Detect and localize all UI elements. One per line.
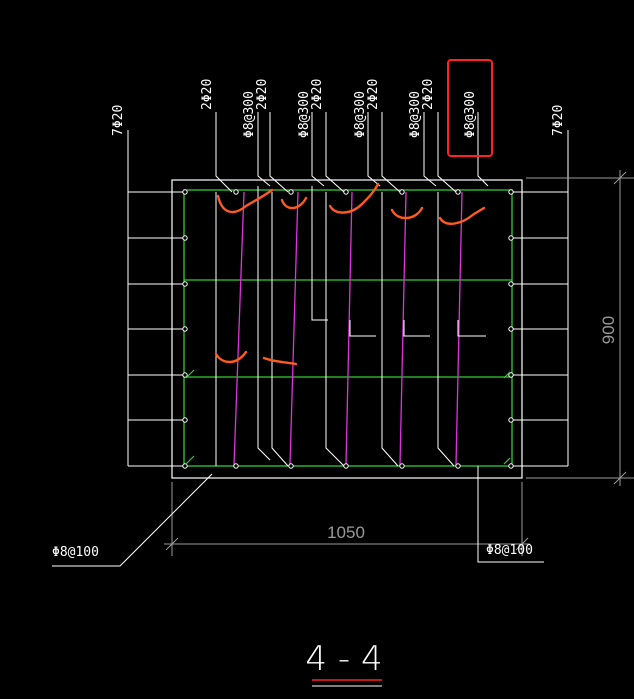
dimension-900 [526, 170, 634, 486]
dimension-width-label: 1050 [327, 523, 365, 542]
stirrup-leaders [52, 466, 544, 567]
pair-3-a-label: 2Φ20 [310, 79, 325, 110]
dimension-1050 [164, 482, 530, 556]
pair-1-b-label: Φ8@300 [242, 91, 257, 138]
pair-1-a-label: 2Φ20 [200, 79, 215, 110]
markup-4 [390, 206, 424, 220]
vertical-tie-2 [289, 191, 299, 466]
pair-2-b-label: Φ8@300 [297, 91, 312, 138]
markup-1 [216, 188, 274, 214]
section-title: 4 - 4 [305, 639, 382, 679]
right-outer-label: 7Φ20 [551, 105, 566, 136]
pair-4-b-label: Φ8@300 [408, 91, 423, 138]
pair-5-a-label: 2Φ20 [421, 79, 436, 110]
left-outer-label: 7Φ20 [111, 105, 126, 136]
vertical-tie-3 [345, 191, 353, 466]
dimension-height-label: 900 [599, 316, 618, 344]
pair-2-a-label: 2Φ20 [255, 79, 270, 110]
top-labels: 7Φ20 7Φ20 2Φ20 Φ8@300 2Φ20 Φ8@300 2Φ20 Φ… [111, 79, 566, 138]
markup-6 [214, 350, 248, 364]
handwritten-markups [214, 182, 486, 366]
pair-5-b-label: Φ8@300 [463, 91, 478, 138]
leader-lines [127, 112, 569, 467]
markup-7 [262, 356, 298, 366]
pair-3-b-label: Φ8@300 [353, 91, 368, 138]
stirrup-group [183, 189, 513, 467]
markup-5 [438, 206, 486, 225]
pair-4-a-label: 2Φ20 [366, 79, 381, 110]
right-stirrup-label: Φ8@100 [486, 543, 533, 558]
markup-3 [328, 182, 380, 214]
vertical-tie-4 [399, 191, 407, 466]
hook-marks [185, 369, 511, 465]
left-stirrup-label: Φ8@100 [52, 545, 99, 560]
markup-2 [280, 196, 308, 210]
vertical-tie-1 [233, 191, 245, 466]
highlight-box [447, 59, 493, 157]
rebar-dots [182, 189, 514, 469]
vertical-ties [233, 191, 463, 466]
outer-stirrup [183, 189, 513, 467]
vertical-tie-5 [455, 191, 463, 466]
